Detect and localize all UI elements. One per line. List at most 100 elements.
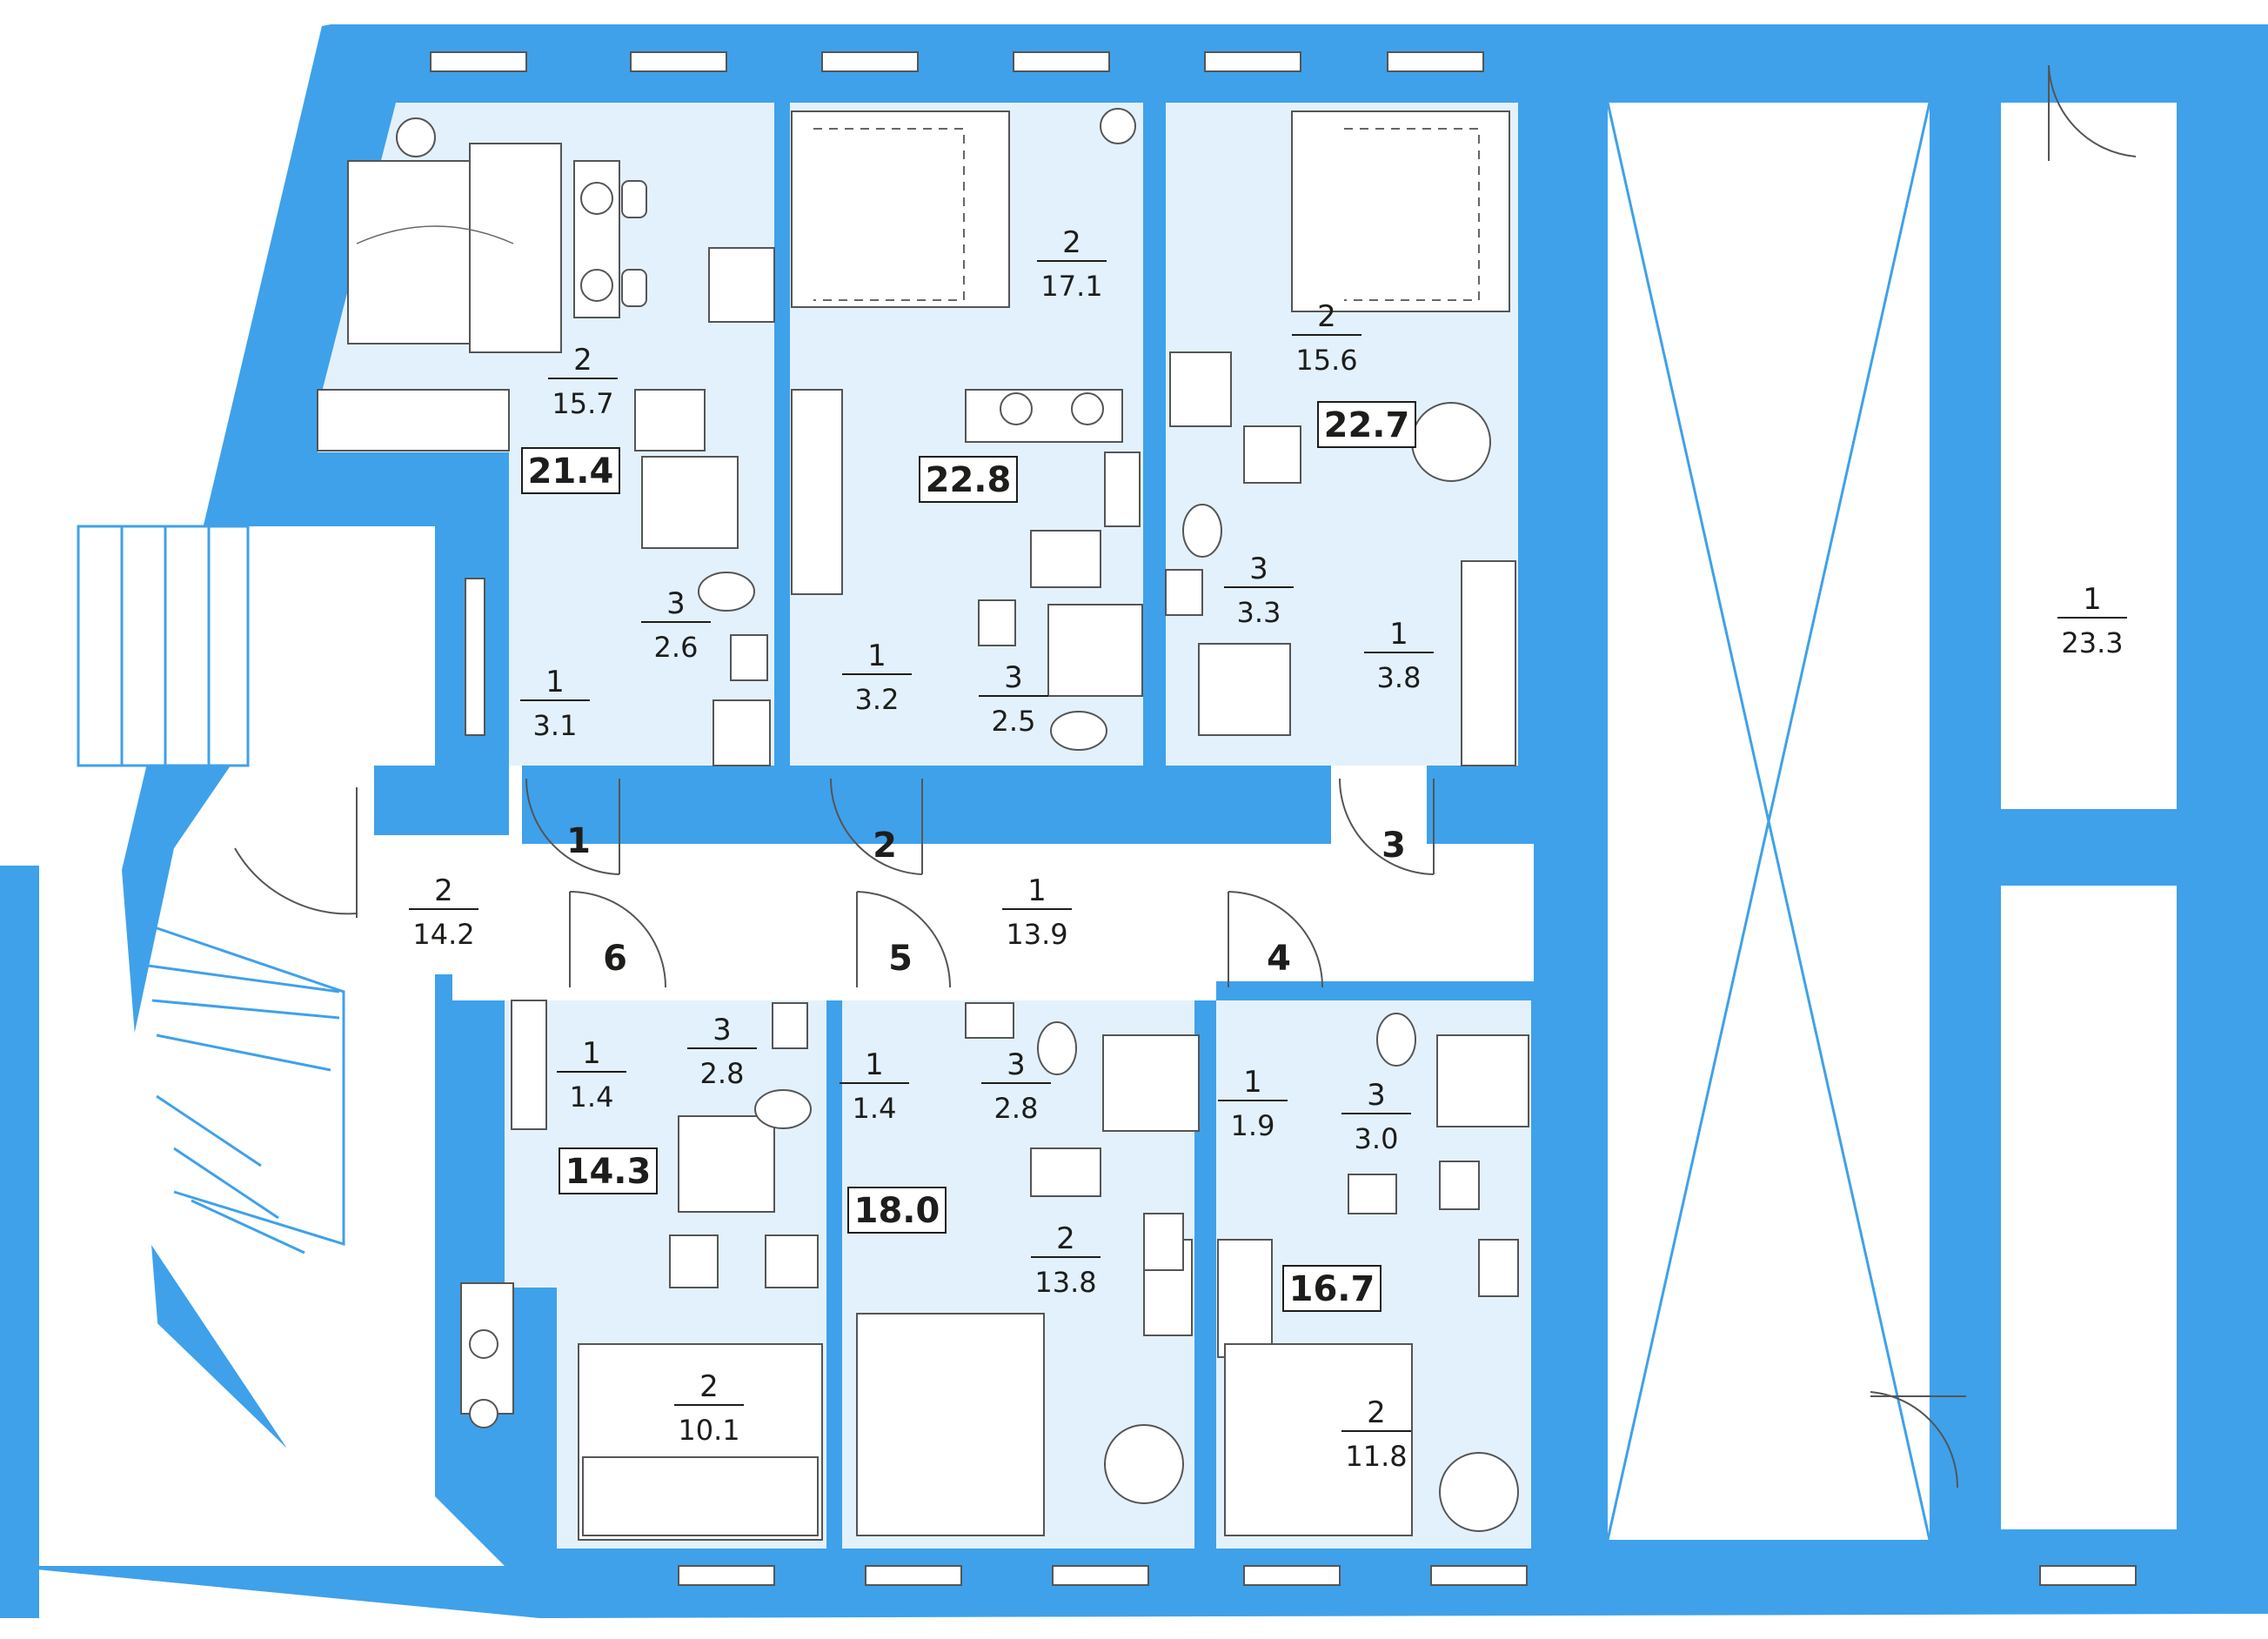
svg-text:3: 3: [1367, 1078, 1386, 1113]
svg-text:13.8: 13.8: [1034, 1266, 1096, 1299]
svg-text:2: 2: [1062, 225, 1081, 260]
svg-text:2: 2: [1317, 299, 1336, 334]
svg-text:3.2: 3.2: [855, 683, 900, 716]
svg-text:11.8: 11.8: [1345, 1440, 1407, 1473]
room-label: 1 13.9: [1002, 873, 1072, 951]
room-label: 2 13.8: [1031, 1221, 1101, 1299]
apartment-door-number: 4: [1267, 939, 1291, 979]
apartment-total: 22.8: [919, 456, 1018, 503]
apartment-door-number: 3: [1382, 826, 1406, 866]
room-label: 1 3.8: [1364, 617, 1434, 694]
room-label: 1 1.4: [557, 1036, 626, 1114]
svg-text:1: 1: [865, 1047, 884, 1082]
svg-text:2.8: 2.8: [700, 1057, 745, 1090]
apartment-door-number: 1: [566, 821, 591, 861]
svg-text:2: 2: [699, 1369, 719, 1404]
apartment-total: 22.7: [1317, 401, 1416, 448]
room-label: 1 23.3: [2057, 582, 2127, 659]
svg-text:2: 2: [573, 343, 592, 378]
apartment-total: 18.0: [847, 1187, 947, 1234]
svg-text:1.4: 1.4: [853, 1092, 897, 1125]
bed-icon-2: [626, 110, 1510, 1536]
door-numbers: 1 2 3 6 5 4: [566, 821, 1406, 979]
apartment-door-number: 2: [873, 826, 897, 866]
svg-text:1: 1: [1027, 873, 1047, 908]
svg-text:14.2: 14.2: [412, 918, 474, 951]
plant-icon: [396, 108, 1136, 157]
sofa-icon: [578, 1343, 823, 1541]
svg-text:13.9: 13.9: [1006, 918, 1067, 951]
svg-text:1: 1: [867, 639, 886, 673]
room-label: 3 3.0: [1341, 1078, 1411, 1155]
svg-text:17.1: 17.1: [1040, 270, 1102, 303]
apartment-total: 21.4: [521, 447, 620, 494]
stairs-icon: [77, 525, 345, 1254]
svg-text:2: 2: [1056, 1221, 1075, 1256]
room-label: 1 1.4: [840, 1047, 909, 1125]
svg-text:1: 1: [1243, 1065, 1262, 1100]
svg-text:14.3: 14.3: [565, 1152, 652, 1192]
svg-text:2.5: 2.5: [992, 705, 1036, 738]
svg-text:23.3: 23.3: [2061, 626, 2123, 659]
room-label: 3 2.8: [687, 1013, 757, 1090]
table-icon-2: [460, 389, 1519, 1532]
bed-icon: [347, 143, 562, 353]
room-label: 3 2.5: [979, 660, 1048, 738]
svg-text:15.6: 15.6: [1295, 344, 1357, 377]
svg-text:22.8: 22.8: [926, 460, 1012, 500]
room-label: 2 17.1: [1037, 225, 1107, 303]
window-icon: [430, 51, 2137, 1586]
svg-text:1: 1: [582, 1036, 601, 1071]
svg-text:15.7: 15.7: [552, 387, 613, 420]
svg-text:18.0: 18.0: [854, 1191, 940, 1231]
void-cross: [1606, 102, 1931, 1541]
svg-text:3.3: 3.3: [1237, 596, 1281, 629]
svg-text:3.1: 3.1: [533, 709, 578, 742]
svg-text:1.4: 1.4: [570, 1080, 614, 1114]
toilet-icon: [698, 504, 1416, 1129]
room-label: 2 11.8: [1341, 1395, 1411, 1473]
room-label: 2 14.2: [409, 873, 478, 951]
svg-text:2: 2: [434, 873, 453, 908]
svg-text:21.4: 21.4: [528, 452, 614, 492]
apartment-door-number: 5: [888, 939, 913, 979]
room-label: 3 3.3: [1224, 552, 1294, 629]
room-label: 3 2.8: [981, 1047, 1051, 1125]
svg-text:3.8: 3.8: [1377, 661, 1422, 694]
apartment-total: 14.3: [559, 1147, 658, 1194]
sink-icon: [634, 389, 1480, 1288]
room-label: 2 10.1: [674, 1369, 744, 1447]
apartment-door-number: 6: [603, 939, 627, 979]
wardrobe-icon: [317, 389, 1516, 1358]
room-label: 1 1.9: [1218, 1065, 1288, 1142]
room-label: 1 3.1: [520, 665, 590, 742]
svg-text:3.0: 3.0: [1355, 1122, 1399, 1155]
door-icon: [234, 64, 2137, 1488]
svg-text:3: 3: [713, 1013, 732, 1047]
svg-text:3: 3: [1004, 660, 1023, 695]
svg-text:3: 3: [1249, 552, 1268, 586]
svg-text:1.9: 1.9: [1231, 1109, 1275, 1142]
svg-text:3: 3: [1007, 1047, 1026, 1082]
svg-text:1: 1: [1389, 617, 1408, 652]
room-labels: 2 15.7 3 2.6 1 3.1 21.4 2 17.1 1 3.2: [409, 225, 2127, 1473]
svg-text:2.6: 2.6: [654, 631, 699, 664]
room-label: 2 15.7: [548, 343, 618, 420]
apartment-total: 16.7: [1282, 1265, 1382, 1312]
chair-icon: [621, 180, 647, 307]
svg-text:2.8: 2.8: [994, 1092, 1039, 1125]
svg-text:10.1: 10.1: [678, 1414, 739, 1447]
stove-icon: [669, 247, 1519, 1297]
room-label: 2 15.6: [1292, 299, 1361, 377]
svg-text:2: 2: [1367, 1395, 1386, 1430]
svg-text:1: 1: [545, 665, 565, 699]
svg-text:22.7: 22.7: [1324, 405, 1410, 445]
room-label: 3 2.6: [641, 586, 711, 664]
svg-text:16.7: 16.7: [1289, 1269, 1375, 1309]
svg-text:3: 3: [666, 586, 686, 621]
svg-text:1: 1: [2083, 582, 2102, 617]
shower-icon: [641, 456, 1529, 1213]
table-icon: [573, 160, 620, 318]
room-label: 1 3.2: [842, 639, 912, 716]
